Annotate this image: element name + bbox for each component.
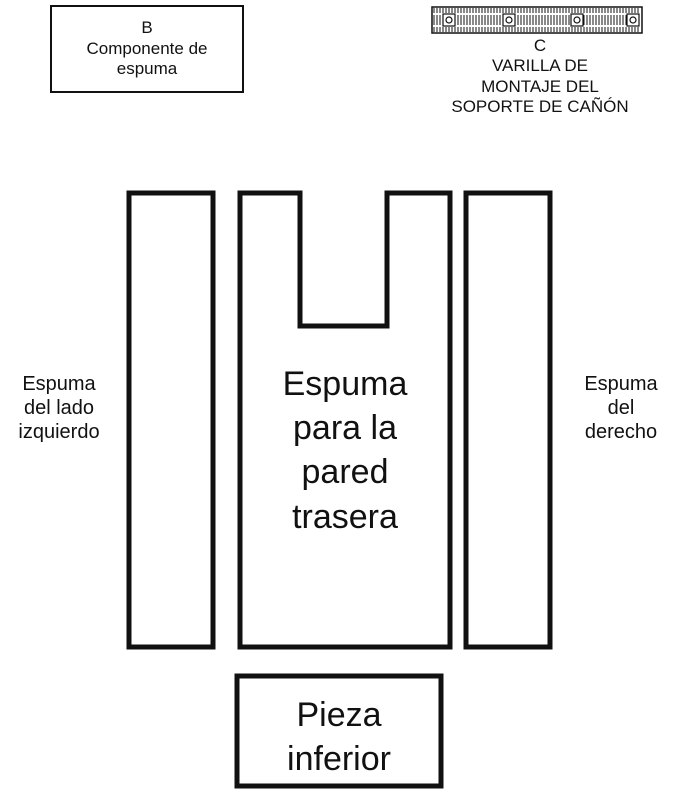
right-foam-label-line2: del — [607, 397, 635, 419]
left-foam-label-line3: izquierdo — [18, 421, 100, 443]
back-wall-foam-outline — [237, 190, 453, 650]
part-b-label-line2: espuma — [116, 59, 178, 79]
part-b-label-line1: Componente de — [86, 38, 208, 58]
left-foam-label-line2: del lado — [23, 397, 95, 419]
bottom-piece-outline — [234, 673, 444, 789]
left-foam-label: Espuma del lado izquierdo — [0, 372, 118, 444]
part-c-label-line2: MONTAJE DEL — [481, 76, 599, 96]
right-foam-label-line1: Espuma — [584, 373, 658, 395]
right-foam-label: Espuma del derecho — [566, 372, 676, 444]
back-wall-foam-label-line1: Espuma — [282, 365, 408, 403]
left-foam-outline — [126, 190, 216, 650]
back-wall-foam-label-line3: pared — [301, 453, 389, 492]
back-wall-foam-label: Espuma para la pared trasera — [240, 362, 450, 539]
bottom-piece-label-line1: Pieza — [296, 696, 382, 734]
part-b-letter: B — [141, 18, 153, 38]
back-wall-foam-label-line2: para la — [293, 409, 397, 448]
left-foam-label-line1: Espuma — [22, 373, 96, 395]
part-c-label: C VARILLA DE MONTAJE DEL SOPORTE DE CAÑÓ… — [420, 36, 660, 118]
part-c-letter: C — [533, 36, 547, 55]
part-c-label-line1: VARILLA DE — [491, 56, 589, 76]
right-foam-outline — [463, 190, 553, 650]
bottom-piece-label: Pieza inferior — [236, 693, 442, 781]
bottom-piece-label-line2: inferior — [287, 740, 391, 779]
right-foam-label-line3: derecho — [584, 421, 658, 443]
part-b-box: B Componente de espuma — [50, 5, 244, 93]
mounting-rod-icon — [431, 6, 643, 34]
part-c-label-line3: SOPORTE DE CAÑÓN — [451, 97, 629, 117]
back-wall-foam-label-line4: trasera — [292, 497, 398, 536]
